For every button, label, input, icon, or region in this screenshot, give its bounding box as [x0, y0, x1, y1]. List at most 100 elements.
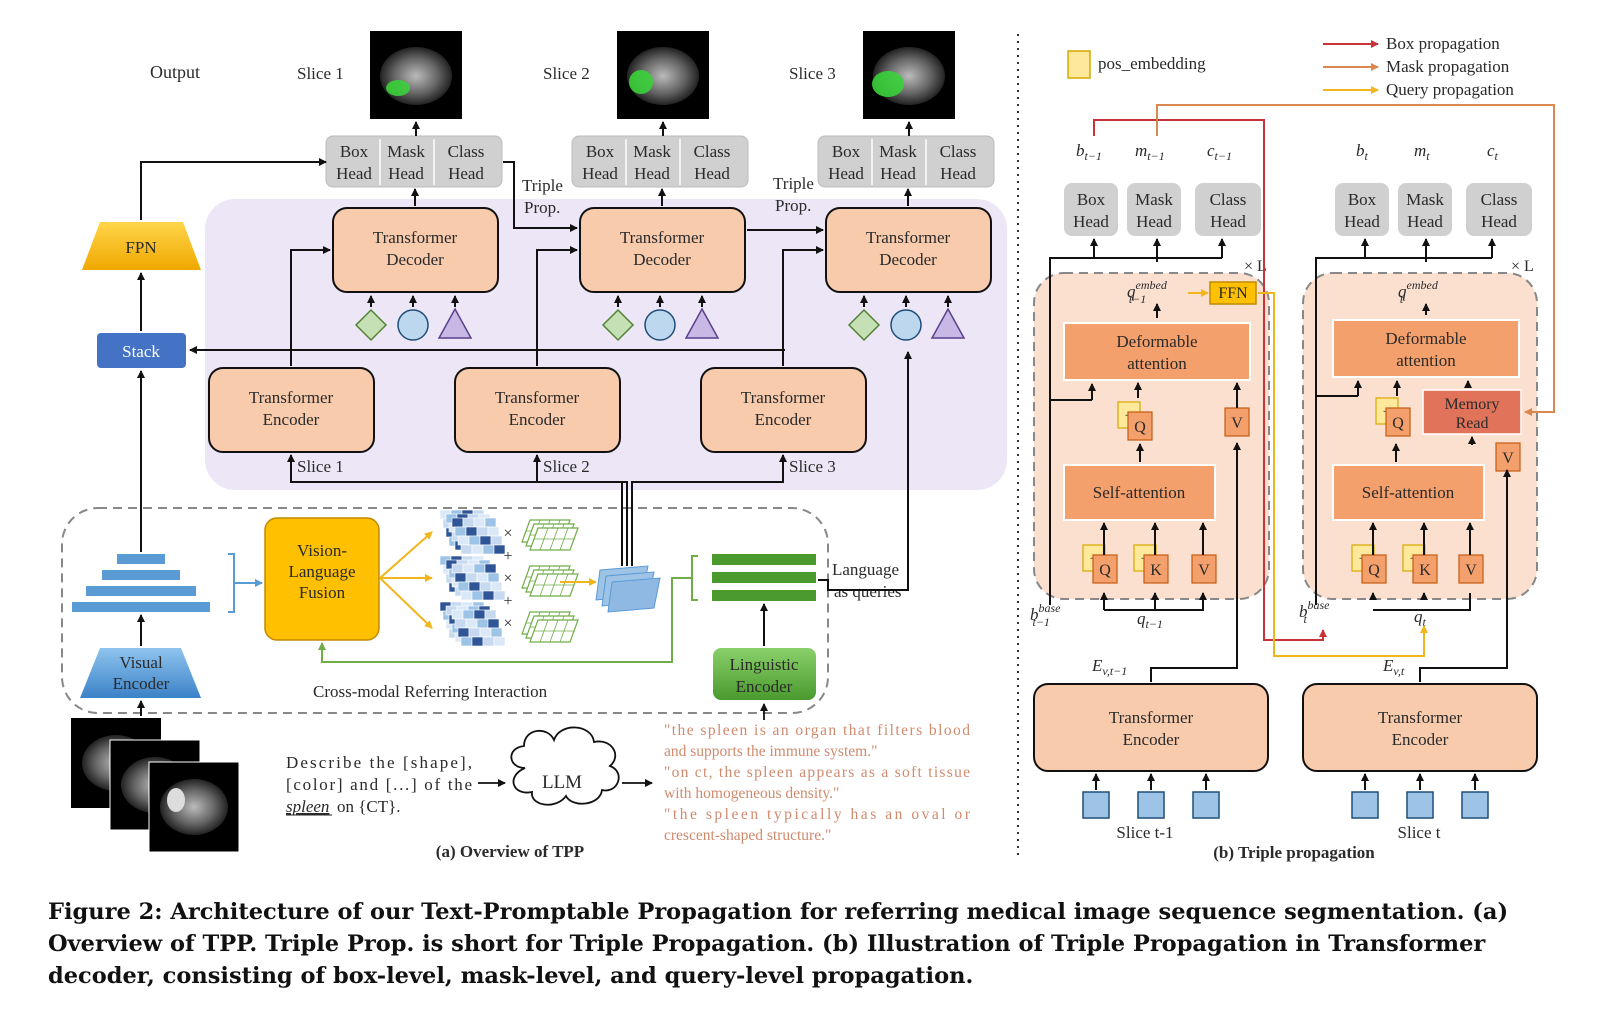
svg-text:ct: ct — [1487, 141, 1499, 163]
svg-text:Read: Read — [1456, 415, 1489, 432]
prompt-text: Describe the [shape], [color] and [...] … — [286, 753, 472, 816]
svg-text:Deformable: Deformable — [1385, 329, 1466, 348]
svg-text:V: V — [1502, 450, 1514, 467]
op-symbol: × — [503, 570, 512, 587]
ffn-block: FFN — [1209, 281, 1257, 305]
svg-text:bt: bt — [1356, 141, 1369, 163]
query-shapes-3 — [847, 295, 966, 342]
slice-label-bottom-3: Slice 3 — [789, 457, 836, 476]
pyramid-bracket — [228, 553, 235, 613]
svg-text:Transformer: Transformer — [1378, 708, 1463, 727]
svg-text:Box: Box — [832, 142, 861, 161]
input-token — [1406, 791, 1434, 819]
language-feedback-line — [318, 577, 692, 663]
svg-text:attention: attention — [1396, 351, 1456, 370]
svg-text:Encoder: Encoder — [755, 410, 812, 429]
svg-text:Decoder: Decoder — [879, 250, 937, 269]
svg-text:Encoder: Encoder — [736, 677, 793, 696]
svg-text:Memory: Memory — [1444, 396, 1499, 413]
svg-text:ct−1: ct−1 — [1207, 141, 1232, 163]
input-token — [1461, 791, 1489, 819]
vision-language-fusion: Vision- Language Fusion — [264, 517, 380, 641]
self-attention-prev: Self-attention — [1063, 464, 1216, 521]
svg-text:Encoder: Encoder — [509, 410, 566, 429]
output-slice-1: Slice 1 — [297, 31, 462, 119]
svg-text:Stack: Stack — [122, 342, 160, 361]
svg-text:FPN: FPN — [125, 238, 156, 257]
output-slice-label-1: Slice 1 — [297, 64, 344, 83]
svg-text:V: V — [1231, 415, 1243, 432]
svg-text:Fusion: Fusion — [299, 583, 346, 602]
svg-text:Transformer: Transformer — [1109, 708, 1194, 727]
svg-text:Head: Head — [1136, 212, 1172, 231]
token-k-self-prev: +K — [1133, 544, 1169, 584]
svg-text:Encoder: Encoder — [113, 674, 170, 693]
op-symbol: × — [503, 615, 512, 632]
deformable-attention-cur: Deformable attention — [1332, 319, 1520, 378]
encoder-prev: Transformer Encoder — [1033, 683, 1269, 772]
self-attention-cur: Self-attention — [1332, 464, 1485, 521]
e-cur: Ev,t — [1382, 656, 1405, 678]
slice-label-bottom-2: Slice 2 — [543, 457, 590, 476]
svg-text:V: V — [1465, 562, 1477, 579]
subcaption-a: (a) Overview of TPP — [436, 842, 584, 861]
svg-text:Class: Class — [940, 142, 977, 161]
svg-text:mt: mt — [1414, 141, 1430, 163]
triple-prop-label-2b: Prop. — [775, 196, 811, 215]
svg-text:FFN: FFN — [1218, 285, 1248, 302]
query-propagation-line — [1258, 292, 1428, 657]
q-prev: qt−1 — [1137, 609, 1163, 631]
token-k-self-cur: +K — [1402, 544, 1438, 584]
svg-text:Class: Class — [1481, 190, 1518, 209]
svg-text:crescent-shaped structure.": crescent-shaped structure." — [664, 827, 831, 844]
token-q-deform-prev: +Q — [1117, 401, 1153, 441]
svg-text:Box propagation: Box propagation — [1386, 34, 1500, 53]
triple-prop-label-1b: Prop. — [524, 198, 560, 217]
svg-text:LLM: LLM — [542, 772, 582, 793]
svg-text:on {CT}.: on {CT}. — [337, 797, 401, 816]
output-slice-2: Slice 2 — [543, 31, 709, 119]
token-q-self-prev: +Q — [1082, 544, 1118, 584]
svg-text:attention: attention — [1127, 354, 1187, 373]
svg-text:Class: Class — [694, 142, 731, 161]
svg-text:Encoder: Encoder — [1392, 730, 1449, 749]
ct-input-stack — [71, 718, 240, 853]
svg-text:Q: Q — [1099, 562, 1111, 579]
svg-text:K: K — [1419, 562, 1431, 579]
svg-text:Head: Head — [828, 164, 864, 183]
feature-pyramid — [72, 554, 210, 612]
llm-descriptions: "the spleen is an organ that filters blo… — [664, 722, 971, 844]
svg-text:K: K — [1150, 562, 1162, 579]
op-symbol: × — [503, 525, 512, 542]
linguistic-features — [712, 554, 816, 601]
svg-text:Head: Head — [634, 164, 670, 183]
linguistic-encoder: Linguistic Encoder — [713, 648, 816, 700]
svg-text:Query propagation: Query propagation — [1386, 80, 1514, 99]
attention-map-3 — [439, 601, 506, 647]
svg-text:Mask: Mask — [387, 142, 425, 161]
language-queries-label: Language — [832, 560, 899, 579]
svg-text:Transformer: Transformer — [866, 228, 951, 247]
output-vars-prev: bt−1 mt−1 ct−1 — [1076, 141, 1232, 163]
svg-text:Head: Head — [1407, 212, 1443, 231]
token-q-deform-cur: +Q — [1375, 397, 1411, 437]
svg-text:Mask propagation: Mask propagation — [1386, 57, 1510, 76]
output-slice-label-3: Slice 3 — [789, 64, 836, 83]
svg-text:Visual: Visual — [119, 653, 163, 672]
svg-text:Decoder: Decoder — [386, 250, 444, 269]
svg-text:Transformer: Transformer — [495, 388, 580, 407]
encoder-3: Transformer Encoder — [700, 367, 867, 453]
slice-cur-label: Slice t — [1398, 823, 1441, 842]
llm-cloud: LLM — [510, 726, 620, 806]
encoder-cur: Transformer Encoder — [1302, 683, 1538, 772]
grid-feature-1 — [521, 519, 579, 551]
svg-text:[color] and [...] of the: [color] and [...] of the — [286, 775, 472, 794]
svg-text:Encoder: Encoder — [1123, 730, 1180, 749]
svg-text:"on ct, the spleen appears as: "on ct, the spleen appears as a soft tis… — [664, 764, 970, 781]
